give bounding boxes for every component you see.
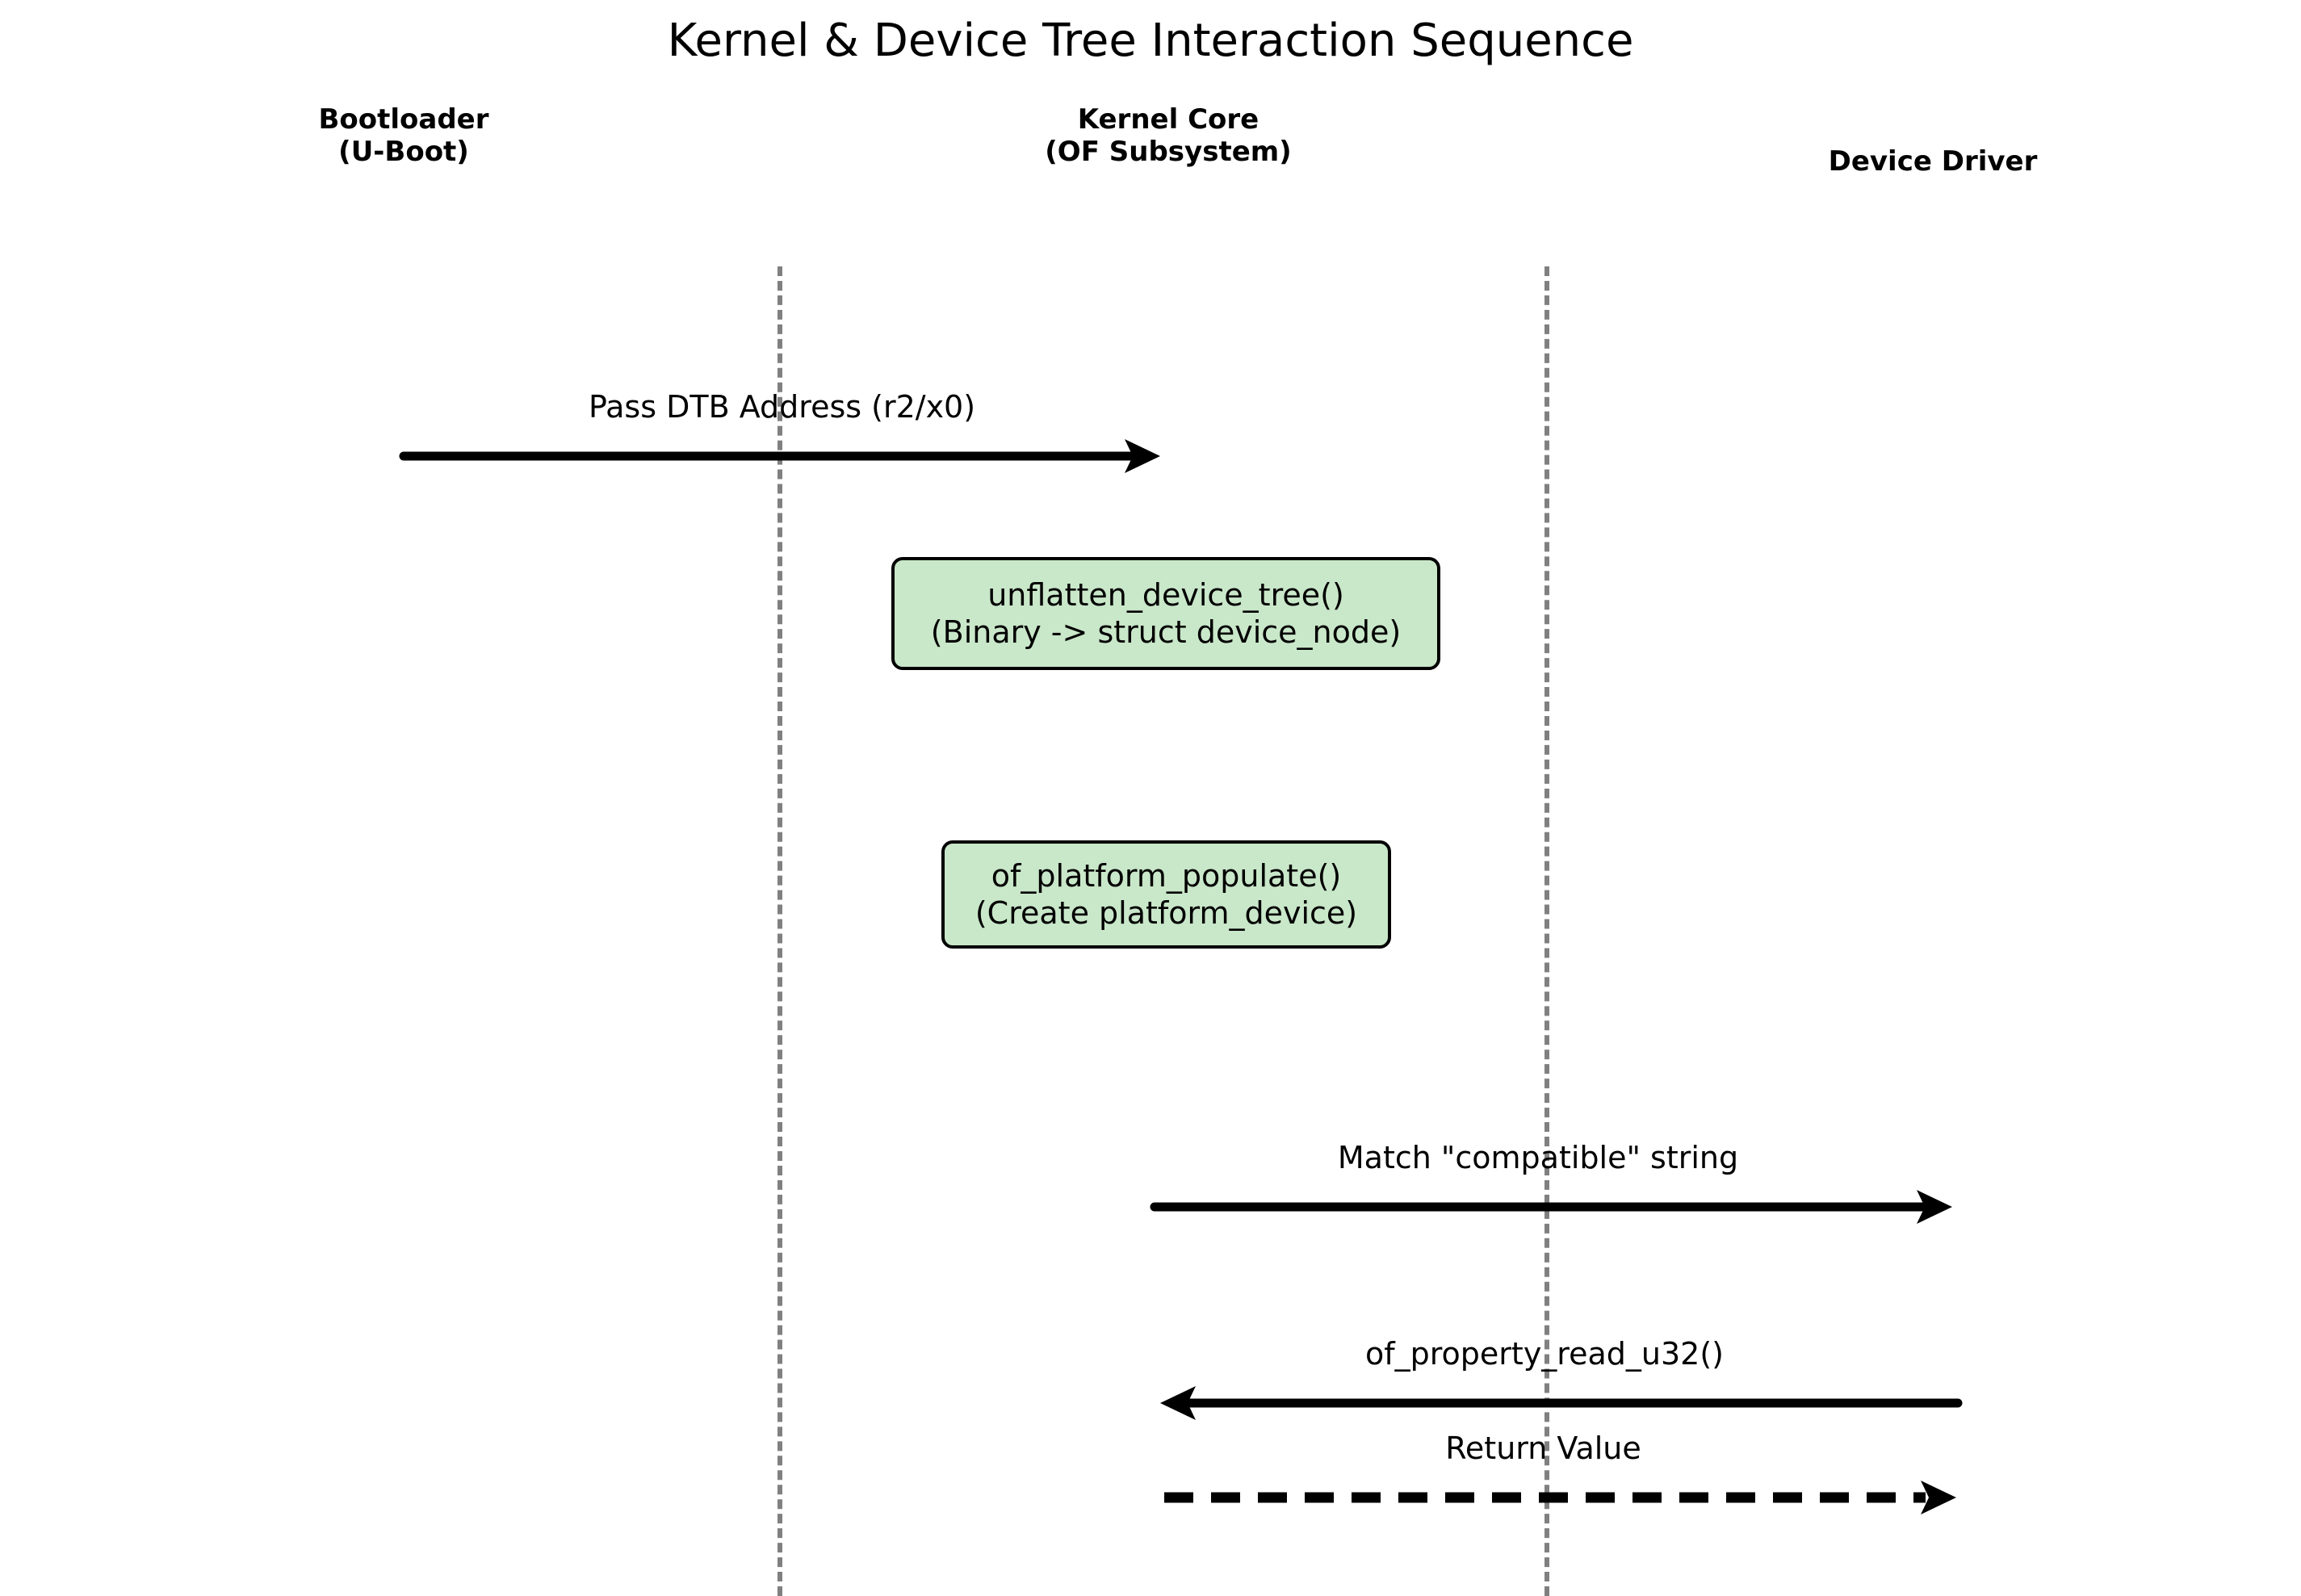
message-arrow-match-compatible-string [1150, 1190, 1952, 1224]
actor-header-kernel-core: Kernel Core (OF Subsystem) [1045, 103, 1292, 169]
note-unflatten-device-tree: unflatten_device_tree() (Binary -> struc… [891, 557, 1440, 670]
message-arrow-of-property-read-u32 [1160, 1386, 1963, 1420]
message-arrow-pass-dtb-address [399, 439, 1160, 473]
message-label-return-value: Return Value [1445, 1431, 1641, 1466]
actor-header-bootloader: Bootloader (U-Boot) [318, 103, 489, 169]
page-title: Kernel & Device Tree Interaction Sequenc… [667, 15, 1634, 67]
message-label-of-property-read-u32: of_property_read_u32() [1365, 1336, 1724, 1372]
message-label-pass-dtb-address: Pass DTB Address (r2/x0) [588, 389, 976, 425]
message-label-match-compatible-string: Match "compatible" string [1337, 1140, 1739, 1175]
actor-header-device-driver: Device Driver [1828, 145, 2038, 178]
message-arrow-return-value [1164, 1481, 1956, 1514]
lifeline-kernel-core [777, 266, 782, 1596]
note-of-platform-populate: of_platform_populate() (Create platform_… [941, 840, 1391, 949]
lifeline-device-driver [1544, 266, 1549, 1596]
